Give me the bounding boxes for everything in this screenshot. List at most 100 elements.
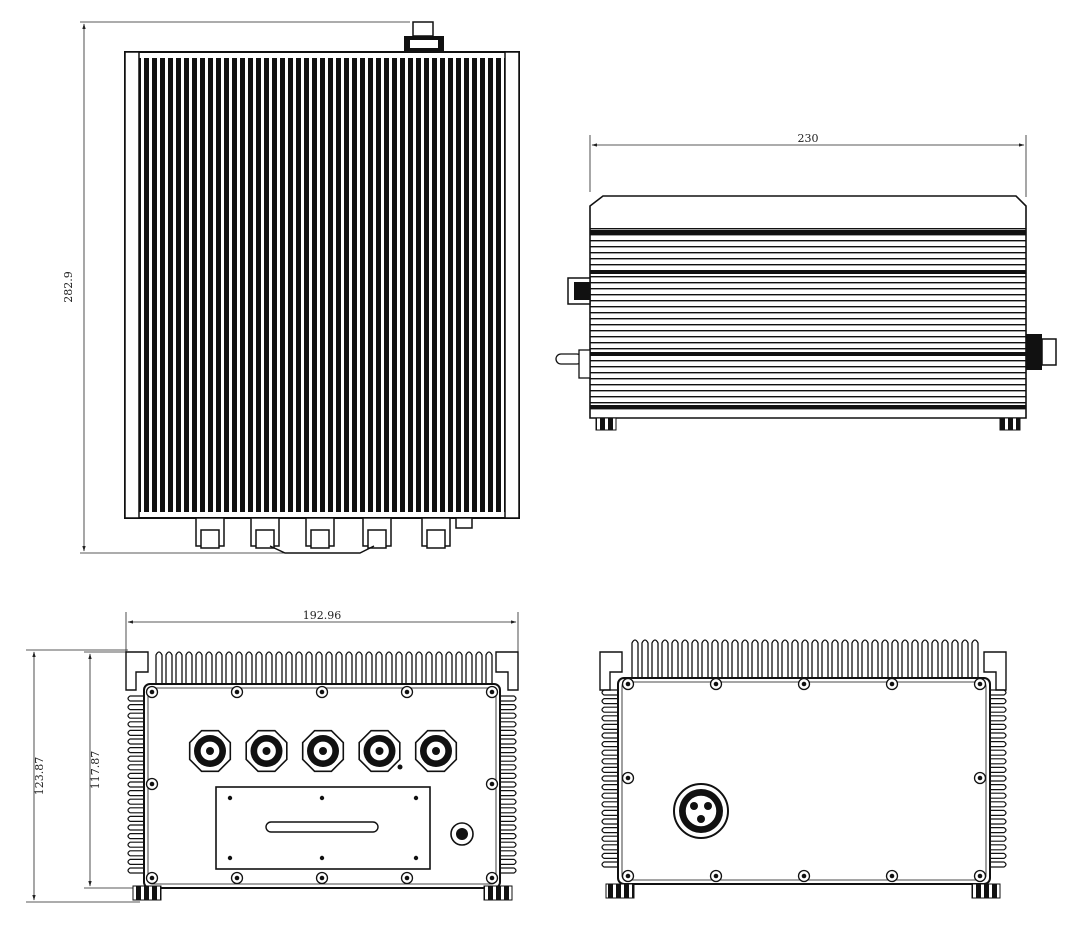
rear-foot-right (971, 883, 1001, 899)
fin (601, 792, 618, 799)
front-panel-screws (145, 685, 499, 885)
fin (245, 651, 253, 684)
fin (601, 766, 618, 773)
fin (781, 639, 789, 678)
fin (941, 639, 949, 678)
fin (601, 827, 618, 834)
fin (990, 715, 1007, 722)
fin (990, 818, 1007, 825)
rear-side-fins (601, 689, 1007, 868)
front-foot-right (483, 885, 513, 901)
fin (500, 867, 517, 874)
fin (771, 639, 779, 678)
top-view: 282.9 (62, 21, 520, 554)
fin (990, 801, 1007, 808)
fin (990, 732, 1007, 739)
fin (127, 712, 144, 719)
fin (751, 639, 759, 678)
fin (127, 695, 144, 702)
rear-panel-screws (621, 677, 987, 883)
fin (225, 651, 233, 684)
fin (127, 747, 144, 754)
fin (355, 651, 363, 684)
fin (155, 651, 163, 684)
fin (601, 698, 618, 705)
fin (601, 715, 618, 722)
fin (500, 781, 517, 788)
fin (265, 651, 273, 684)
fin (500, 824, 517, 831)
fin (500, 747, 517, 754)
fin (475, 651, 483, 684)
top-view-connectors (195, 517, 473, 554)
side-view: 230 (555, 132, 1057, 431)
fin (500, 790, 517, 797)
fin (500, 807, 517, 814)
indicator-dot (397, 764, 403, 770)
fin (335, 651, 343, 684)
fin (821, 639, 829, 678)
fin (500, 772, 517, 779)
fin (425, 651, 433, 684)
fin (990, 758, 1007, 765)
dimension-side-width-label: 230 (798, 132, 819, 145)
fin (500, 712, 517, 719)
fin (500, 798, 517, 805)
fin (990, 741, 1007, 748)
fin (127, 858, 144, 865)
fin (127, 764, 144, 771)
fin (385, 651, 393, 684)
fin (601, 723, 618, 730)
fin (127, 850, 144, 857)
fin (127, 729, 144, 736)
fin (601, 689, 618, 696)
fin (651, 639, 659, 678)
fin (415, 651, 423, 684)
side-right-connector (1026, 334, 1057, 370)
fin (275, 651, 283, 684)
dimension-front-height-outer: 123.87 (26, 649, 140, 903)
fin (127, 755, 144, 762)
fin (731, 639, 739, 678)
fin (990, 766, 1007, 773)
fin (601, 835, 618, 842)
fin (601, 758, 618, 765)
fin (405, 651, 413, 684)
fin (990, 852, 1007, 859)
dimension-top-height-label: 282.9 (62, 271, 75, 303)
fin (205, 651, 213, 684)
fin (395, 651, 403, 684)
dimension-front-width: 192.96 (125, 609, 519, 660)
fin (601, 852, 618, 859)
top-gland (404, 21, 444, 52)
side-foot-left (595, 417, 617, 431)
fin (601, 784, 618, 791)
fin (500, 738, 517, 745)
fin (601, 706, 618, 713)
fin (990, 844, 1007, 851)
fin (961, 639, 969, 678)
fin (990, 835, 1007, 842)
fin (931, 639, 939, 678)
fin (691, 639, 699, 678)
fin (851, 639, 859, 678)
fin (601, 741, 618, 748)
fin (500, 764, 517, 771)
fin (295, 651, 303, 684)
fin (127, 772, 144, 779)
fin (861, 639, 869, 678)
fin (500, 850, 517, 857)
fin (601, 749, 618, 756)
fin (175, 651, 183, 684)
fin (127, 841, 144, 848)
fin (445, 651, 453, 684)
fin (127, 807, 144, 814)
fin (500, 858, 517, 865)
fin (601, 732, 618, 739)
fin (741, 639, 749, 678)
fin (485, 651, 493, 684)
rear-power-connector (673, 783, 729, 839)
fin (990, 809, 1007, 816)
dimension-front-height-outer-label: 123.87 (33, 757, 46, 796)
